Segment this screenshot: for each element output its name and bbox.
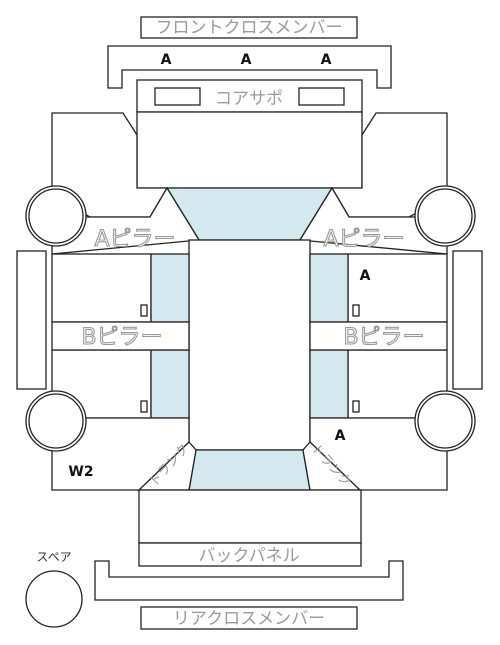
rear-bumper[interactable]: [94, 560, 404, 601]
headlight-right: [298, 87, 345, 106]
rear-window-left[interactable]: [150, 349, 190, 419]
tire-front-left[interactable]: [25, 185, 87, 247]
tire-rear-left[interactable]: [25, 390, 87, 452]
front-door-left[interactable]: [51, 253, 152, 323]
headlight-left: [154, 87, 201, 106]
front-window-right[interactable]: [309, 253, 349, 323]
b-pillar-right[interactable]: Bピラー: [309, 321, 448, 351]
door-handle-front-right: [352, 304, 360, 317]
back-panel[interactable]: バックパネル: [138, 542, 362, 567]
rear-door-left[interactable]: [51, 349, 152, 419]
rear-window[interactable]: [188, 449, 311, 491]
rear-cross-member-label: リアクロスメンバー: [173, 609, 325, 629]
a-pillar-right[interactable]: Aピラー: [298, 186, 448, 255]
tire-rear-right[interactable]: [414, 390, 476, 452]
spare-tire-label: スペア: [36, 550, 71, 564]
damage-mark-front-1: A: [161, 52, 172, 68]
trunk-lid[interactable]: [138, 489, 362, 544]
b-pillar-left-label: Bピラー: [81, 325, 162, 350]
a-pillar-left-label: Aピラー: [94, 227, 175, 252]
spare-tire[interactable]: スペア: [25, 550, 83, 628]
damage-mark-front-3: A: [321, 52, 332, 68]
front-bumper[interactable]: [107, 45, 392, 89]
b-pillar-left[interactable]: Bピラー: [51, 321, 190, 351]
front-window-left[interactable]: [150, 253, 190, 323]
b-pillar-right-label: Bピラー: [343, 325, 424, 350]
door-handle-front-left: [140, 304, 148, 317]
side-mirror-right[interactable]: [452, 250, 483, 390]
front-cross-member-label: フロントクロスメンバー: [156, 18, 343, 38]
rear-window-right[interactable]: [309, 349, 349, 419]
front-cross-member[interactable]: フロントクロスメンバー: [140, 16, 358, 39]
core-support-label: コアサポ: [215, 89, 283, 109]
front-door-right[interactable]: [347, 253, 448, 323]
rear-cross-member[interactable]: リアクロスメンバー: [140, 606, 358, 630]
damage-mark-right-rear: A: [335, 428, 346, 444]
core-support[interactable]: コアサポ: [136, 79, 363, 113]
a-pillar-left[interactable]: Aピラー: [51, 186, 201, 255]
tire-front-right[interactable]: [414, 185, 476, 247]
back-panel-label: バックパネル: [198, 546, 299, 566]
hood[interactable]: [136, 111, 363, 189]
a-pillar-right-label: Aピラー: [323, 227, 404, 252]
door-handle-rear-left: [140, 400, 148, 413]
damage-mark-right-door: A: [360, 268, 371, 284]
door-handle-rear-right: [352, 400, 360, 413]
damage-mark-front-2: A: [241, 52, 252, 68]
damage-mark-left-rear: W2: [68, 464, 93, 480]
roof[interactable]: [188, 239, 311, 451]
side-mirror-left[interactable]: [16, 250, 47, 390]
